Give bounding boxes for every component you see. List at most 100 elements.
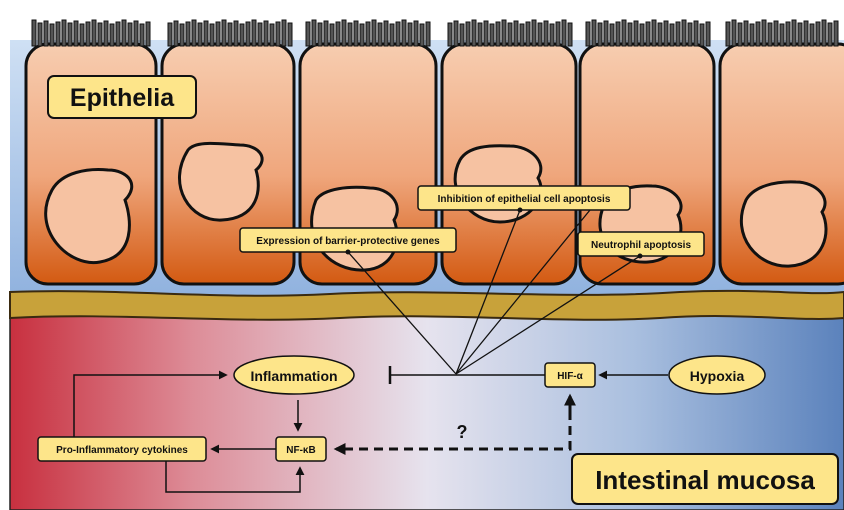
microvillus [258, 23, 262, 46]
microvillus [490, 24, 494, 46]
microvillus [598, 23, 602, 46]
microvillus [780, 24, 784, 46]
microvillus [168, 23, 172, 46]
microvillus [174, 21, 178, 46]
microvillus [616, 22, 620, 46]
microvillus [420, 24, 424, 46]
microvillus [50, 24, 54, 46]
microvillus [414, 21, 418, 46]
nfkb-label: NF-κB [286, 445, 315, 456]
microvillus [822, 20, 826, 46]
hif-label: HIF-α [557, 371, 583, 382]
microvillus [792, 20, 796, 46]
microvillus [828, 23, 832, 46]
microvillus [466, 22, 470, 46]
basement-membrane [10, 291, 844, 320]
microvillus [568, 23, 572, 46]
microvillus [192, 20, 196, 46]
microvillus [750, 24, 754, 46]
microvillus [726, 22, 730, 46]
microvillus [526, 22, 530, 46]
neutrophil-apoptosis-label: Neutrophil apoptosis [591, 240, 691, 251]
microvillus [378, 23, 382, 46]
microvillus [610, 24, 614, 46]
microvillus [38, 23, 42, 46]
microvillus [460, 24, 464, 46]
microvillus [514, 21, 518, 46]
microvillus [32, 20, 36, 46]
microvillus [264, 21, 268, 46]
epithelia-label: Epithelia [70, 84, 175, 112]
microvillus [622, 20, 626, 46]
pointer-dot [346, 250, 351, 255]
nucleus [179, 143, 262, 220]
microvillus [128, 23, 132, 46]
microvillus [798, 23, 802, 46]
microvillus [670, 24, 674, 46]
microvillus [556, 22, 560, 46]
inhibition-apoptosis-label: Inhibition of epithelial cell apoptosis [438, 194, 611, 205]
microvillus [562, 20, 566, 46]
microvillus [634, 21, 638, 46]
microvillus [288, 23, 292, 46]
microvillus [688, 23, 692, 46]
microvillus [360, 24, 364, 46]
microvillus [330, 24, 334, 46]
microvillus [774, 21, 778, 46]
microvillus [324, 21, 328, 46]
microvillus [140, 24, 144, 46]
microvillus [276, 22, 280, 46]
microvillus [342, 20, 346, 46]
microvillus [384, 21, 388, 46]
microvillus [640, 24, 644, 46]
microvillus [68, 23, 72, 46]
microvillus [448, 23, 452, 46]
microvillus [110, 24, 114, 46]
microvillus [246, 22, 250, 46]
microvillus [318, 23, 322, 46]
inflammation-label: Inflammation [250, 368, 337, 384]
microvillus [454, 21, 458, 46]
nucleus [741, 182, 826, 266]
hypoxia-label: Hypoxia [690, 368, 745, 384]
question-mark: ? [457, 422, 468, 442]
microvillus [198, 23, 202, 46]
microvillus [92, 20, 96, 46]
microvillus [762, 20, 766, 46]
microvillus [186, 22, 190, 46]
microvillus [306, 22, 310, 46]
microvillus [336, 22, 340, 46]
microvillus [694, 21, 698, 46]
microvillus [502, 20, 506, 46]
microvillus [804, 21, 808, 46]
microvillus [56, 22, 60, 46]
microvillus [210, 24, 214, 46]
microvillus [508, 23, 512, 46]
barrier-genes-label: Expression of barrier-protective genes [256, 236, 440, 247]
microvillus [44, 21, 48, 46]
microvillus [472, 20, 476, 46]
microvillus [586, 22, 590, 46]
microvillus [134, 21, 138, 46]
microvillus [768, 23, 772, 46]
microvillus [520, 24, 524, 46]
microvillus [312, 20, 316, 46]
intestinal-mucosa-label: Intestinal mucosa [595, 465, 815, 495]
microvillus [700, 24, 704, 46]
microvillus [62, 20, 66, 46]
microvillus [372, 20, 376, 46]
microvillus [240, 24, 244, 46]
microvillus [180, 24, 184, 46]
microvillus [234, 21, 238, 46]
microvillus [810, 24, 814, 46]
pointer-dot [518, 208, 523, 213]
microvillus [270, 24, 274, 46]
microvillus [682, 20, 686, 46]
microvillus [816, 22, 820, 46]
microvillus [204, 21, 208, 46]
microvillus [604, 21, 608, 46]
microvillus [484, 21, 488, 46]
cytokines-label: Pro-Inflammatory cytokines [56, 445, 188, 456]
microvillus [532, 20, 536, 46]
microvillus [834, 21, 838, 46]
